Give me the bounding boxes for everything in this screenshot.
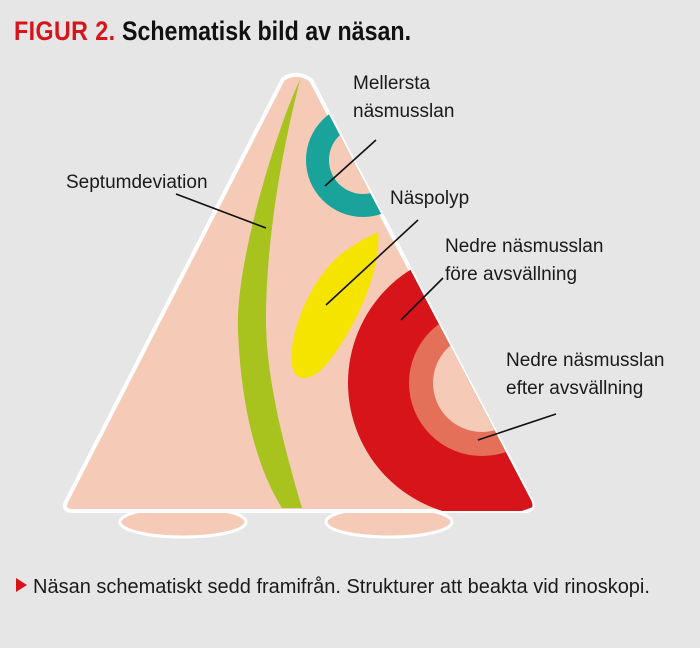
label-inferior-before-line2: före avsvällning (445, 264, 577, 285)
figure-title: FIGUR 2. Schematisk bild av näsan. (14, 14, 411, 48)
inferior-after-leader (477, 413, 557, 441)
label-middle-concha-line1: Mellersta (353, 73, 431, 94)
inferior-before-leader (400, 277, 444, 321)
label-middle-concha-line2: näsmusslan (353, 101, 454, 122)
figure-title-text: Schematisk bild av näsan. (121, 16, 412, 46)
caption-text: Näsan schematiskt sedd framifrån. Strukt… (33, 576, 650, 598)
septum-leader (175, 193, 267, 229)
middle-concha-inner (329, 126, 397, 194)
label-inferior-after-line2: efter avsvällning (506, 378, 643, 399)
deviated-septum (237, 80, 302, 508)
label-inferior-before-line1: Nedre näsmusslan (445, 236, 603, 257)
nose-diagram: Septumdeviation Mellersta näsmusslan Näs… (63, 72, 664, 539)
nasal-polyp (291, 232, 379, 379)
middle-concha-leader (324, 139, 377, 187)
polyp-leader (325, 219, 419, 306)
label-naspolyp: Näspolyp (390, 188, 469, 209)
label-septumdeviation: Septumdeviation (66, 172, 208, 193)
figure-label: FIGUR 2. (14, 16, 116, 46)
caption-arrow-icon (16, 578, 27, 592)
label-inferior-after-line1: Nedre näsmusslan (506, 350, 664, 371)
figure-caption: Näsan schematiskt sedd framifrån. Strukt… (16, 573, 666, 601)
